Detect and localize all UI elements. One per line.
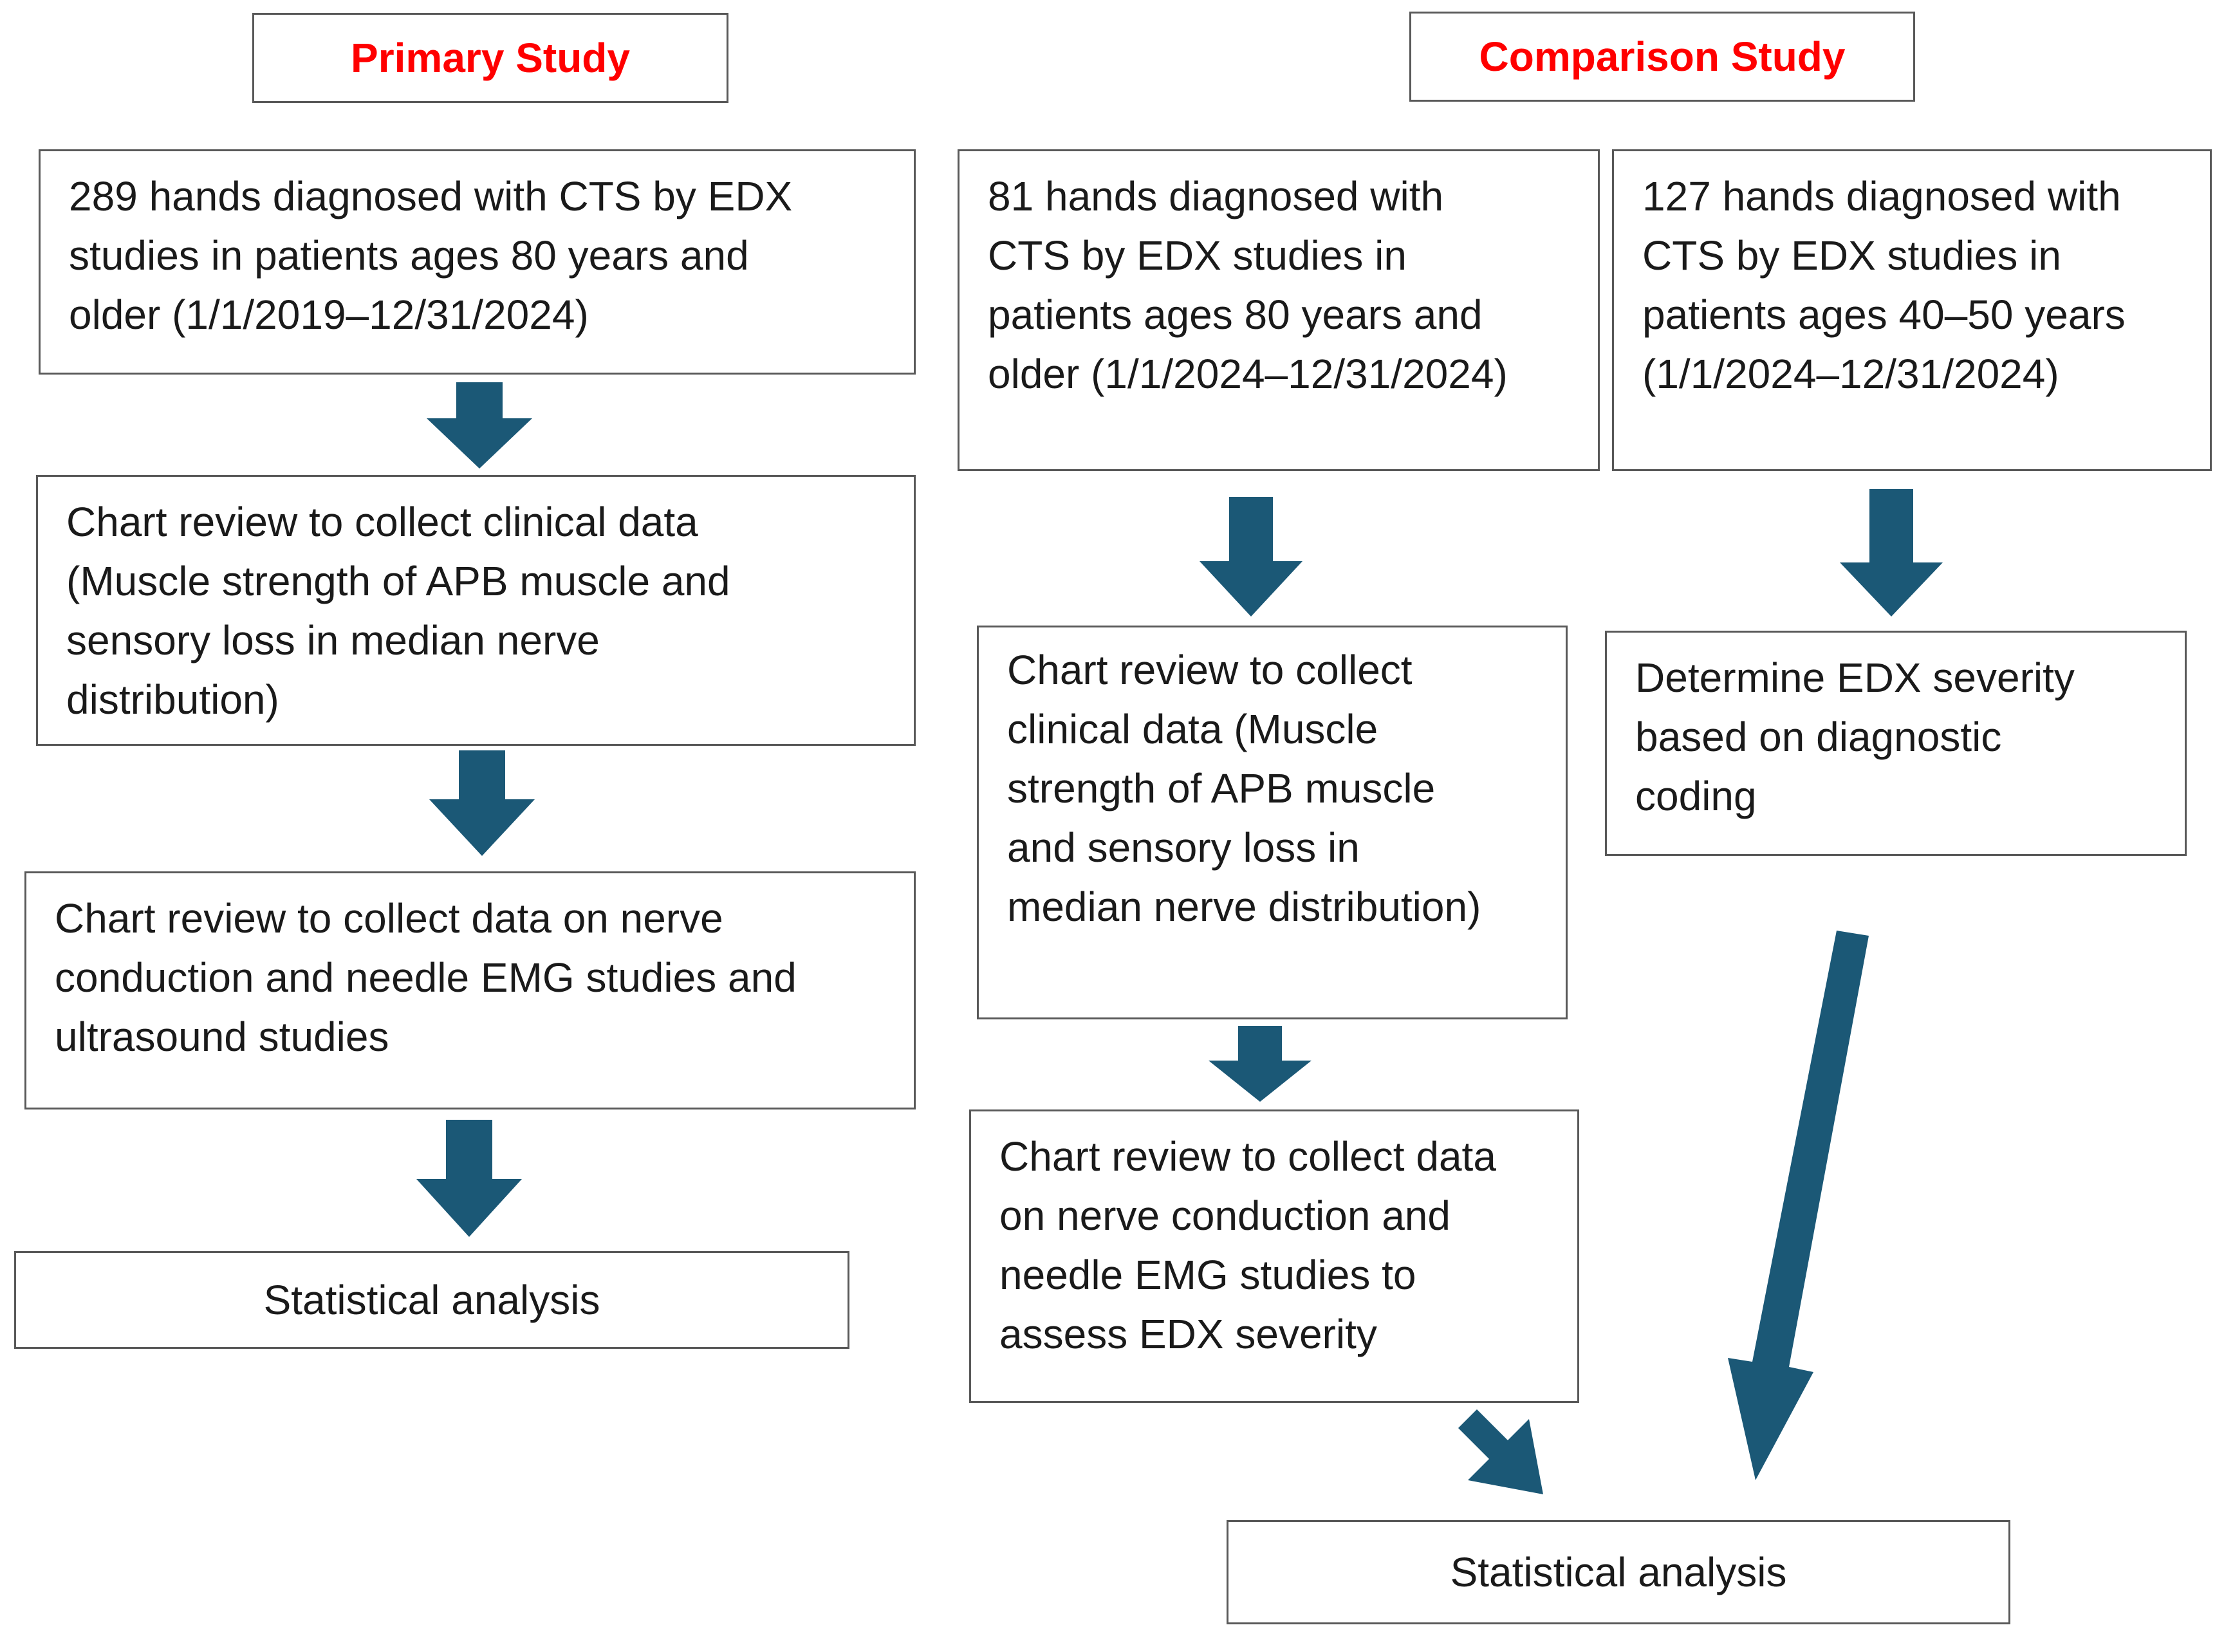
comparison-younger-step-1-box: 127 hands diagnosed with CTS by EDX stud…: [1612, 149, 2212, 471]
comparison-older-step-2-box: Chart review to collect clinical data (M…: [977, 626, 1568, 1019]
primary-step-1-box: 289 hands diagnosed with CTS by EDX stud…: [39, 149, 916, 375]
comparison-statistical-analysis-box: Statistical analysis: [1227, 1520, 2010, 1624]
primary-study-header: Primary Study: [252, 13, 728, 103]
arrow-older-1-to-2: [1200, 497, 1302, 617]
arrow-older-3-to-final: [1458, 1409, 1543, 1494]
arrow-younger-1-to-2: [1840, 489, 1943, 617]
comparison-study-header: Comparison Study: [1409, 12, 1915, 102]
comparison-older-step-1-box: 81 hands diagnosed with CTS by EDX studi…: [958, 149, 1600, 471]
arrow-primary-1-to-2: [427, 382, 532, 469]
primary-step-3-box: Chart review to collect data on nerve co…: [24, 871, 916, 1109]
comparison-younger-step-2-box: Determine EDX severity based on diagnost…: [1605, 631, 2187, 856]
arrow-primary-3-to-4: [416, 1120, 522, 1237]
arrow-primary-2-to-3: [429, 750, 535, 856]
arrow-older-2-to-3: [1209, 1026, 1311, 1102]
primary-step-2-box: Chart review to collect clinical data (M…: [36, 475, 916, 746]
comparison-older-step-3-box: Chart review to collect data on nerve co…: [969, 1109, 1579, 1403]
primary-statistical-analysis-box: Statistical analysis: [14, 1251, 849, 1349]
arrow-younger-2-to-final: [1728, 931, 1869, 1480]
